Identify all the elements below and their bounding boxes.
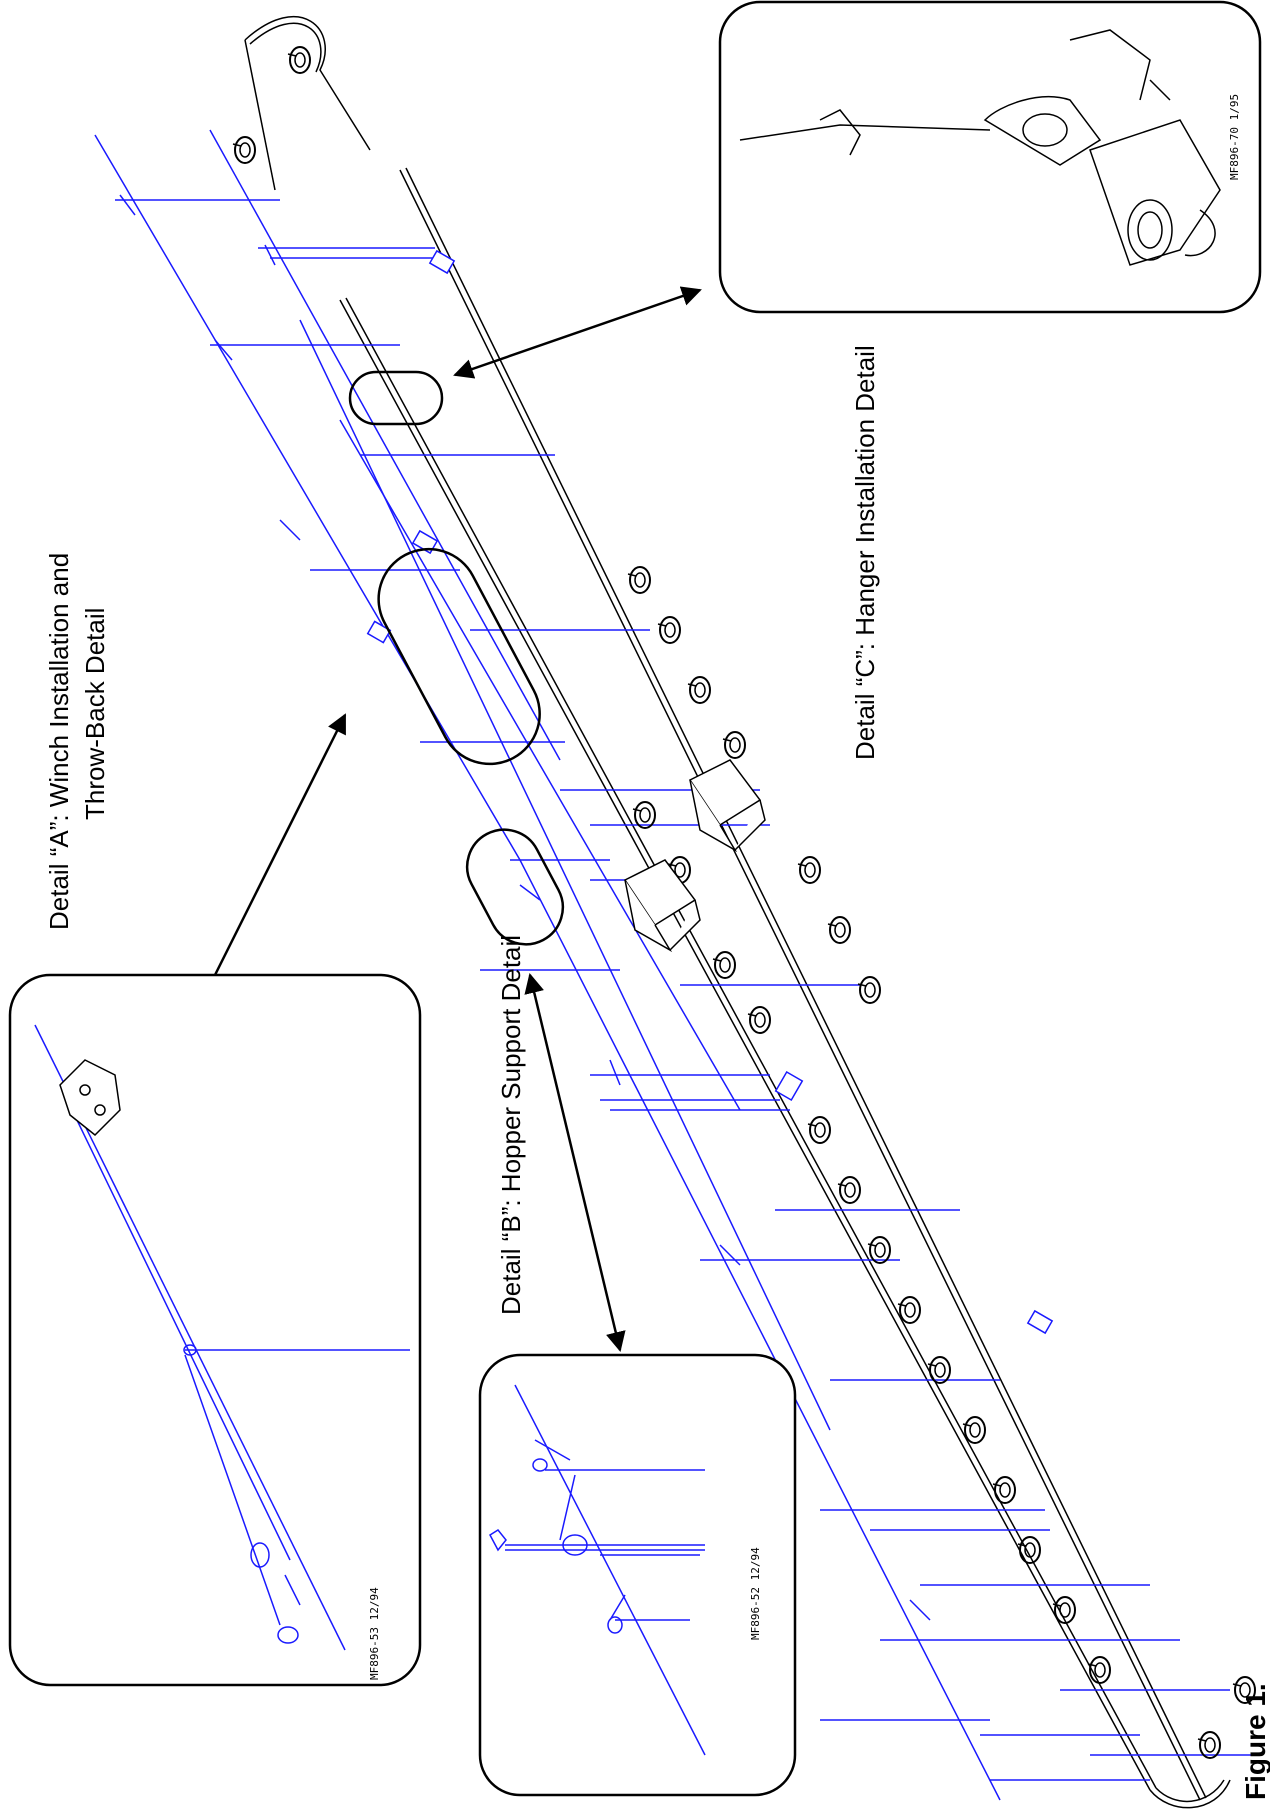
figure-caption: Figure 1. <box>1240 1683 1270 1800</box>
cable-lines <box>94 129 1260 1801</box>
detail-c-panel: MF896-70 1/95 <box>718 0 1262 314</box>
hopper-2 <box>623 859 701 953</box>
detail-c-code: MF896-70 1/95 <box>1228 94 1241 180</box>
detail-arrows <box>198 286 702 1352</box>
callout-shapes <box>348 370 565 946</box>
detail-b-code: MF896-52 12/94 <box>749 1547 762 1640</box>
detail-c-label: Detail “C”: Hanger Installation Detail <box>850 345 880 760</box>
winch-units <box>366 249 1054 1335</box>
detail-a-code: MF896-53 12/94 <box>368 1587 381 1680</box>
detail-b-panel: MF896-52 12/94 <box>478 1353 797 1797</box>
detail-a-label-line1: Detail “A”: Winch Installation and <box>44 552 74 930</box>
detail-a-panel: MF896-53 12/94 <box>8 973 422 1687</box>
detail-b-label: Detail “B”: Hopper Support Detail <box>496 934 526 1315</box>
hopper-1 <box>688 759 766 853</box>
detail-a-label-line2: Throw-Back Detail <box>80 607 110 820</box>
